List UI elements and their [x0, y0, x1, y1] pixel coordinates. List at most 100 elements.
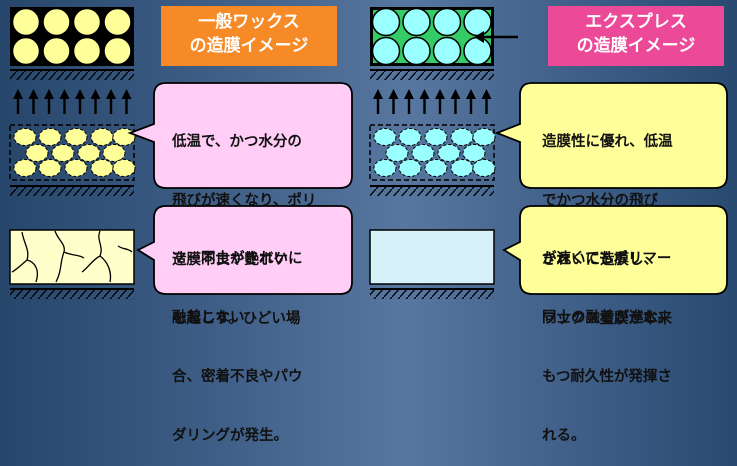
- express-substrate-bottom: [370, 288, 494, 299]
- polymer-particle: [42, 7, 71, 37]
- express-fusion-arrow: [474, 31, 518, 43]
- drying-particle: [38, 128, 62, 146]
- general-drying-callout-shape: [127, 82, 353, 189]
- express-drying-callout-shape: [494, 82, 728, 189]
- drying-particle: [38, 159, 62, 177]
- drying-particle: [13, 159, 37, 177]
- general-header-line2: の造膜イメージ: [189, 36, 309, 56]
- drying-particle: [373, 128, 397, 146]
- drying-particle: [51, 144, 75, 162]
- drying-particle: [450, 128, 474, 146]
- up-arrow-head: [466, 89, 476, 99]
- general-header-line1: 一般ワックス: [198, 12, 300, 32]
- up-arrow-head: [44, 89, 54, 99]
- callout-line: 造膜不良や艶ボケ: [172, 252, 288, 268]
- drying-particle: [472, 128, 496, 146]
- up-arrow-head: [435, 89, 445, 99]
- callout-line: 造膜性に優れ、低温: [542, 134, 673, 150]
- drying-particle: [437, 144, 461, 162]
- express-result-callout-text: きれいに造膜し、 ワックス塗膜が本来 もつ耐久性が発揮さ れる。: [542, 212, 672, 466]
- drying-particle: [64, 128, 88, 146]
- callout-line: が速くてもポリマー: [542, 251, 672, 267]
- drying-particle: [424, 159, 448, 177]
- polymer-particle: [432, 36, 462, 66]
- express-substrate-top: [370, 69, 494, 80]
- drying-particle: [472, 159, 496, 177]
- drying-particle: [398, 159, 422, 177]
- general-substrate-bottom: [10, 288, 134, 299]
- drying-particle: [90, 159, 114, 177]
- drying-particle: [25, 144, 49, 162]
- polymer-particle: [371, 36, 401, 66]
- polymer-particle: [402, 36, 431, 66]
- general-wax-header: 一般ワックス の造膜イメージ: [161, 6, 337, 66]
- drying-particle: [64, 159, 88, 177]
- polymer-particle: [432, 7, 462, 37]
- general-result-callout-text: 造膜不良や艶ボケ を起こす。ひどい場 合、密着不良やパウ ダリングが発生。: [172, 212, 303, 466]
- drying-particle: [450, 159, 474, 177]
- up-arrow-head: [106, 89, 116, 99]
- express-result-callout-shape: [502, 205, 728, 295]
- polymer-particle: [463, 36, 492, 66]
- up-arrow-head: [450, 89, 461, 99]
- callout-line: マー同士がきれいに: [172, 251, 303, 267]
- up-arrow-head: [388, 89, 399, 99]
- general-substrate-top: [10, 69, 134, 80]
- drying-particle: [112, 128, 136, 146]
- up-arrow-head: [75, 89, 85, 99]
- express-header-line2: の造膜イメージ: [576, 36, 696, 56]
- drying-particle: [398, 128, 422, 146]
- up-arrow-head: [121, 89, 132, 99]
- drying-particle: [424, 128, 448, 146]
- polymer-particle: [72, 36, 102, 66]
- general-evaporation-arrows: [13, 89, 132, 114]
- drying-particle: [411, 144, 435, 162]
- polymer-particle: [42, 36, 71, 66]
- callout-line: を起こす。ひどい場: [172, 310, 301, 327]
- callout-line: 飛びが速くなり、ポリ: [172, 192, 317, 209]
- callout-line: もつ耐久性が発揮さ: [542, 369, 672, 385]
- callout-line: 合、密着不良やパウ: [172, 369, 303, 385]
- general-particle-grid: [10, 7, 134, 66]
- polymer-particle: [103, 7, 132, 37]
- drying-particle: [77, 144, 101, 162]
- up-arrow-head: [13, 89, 23, 99]
- polymer-particle: [103, 36, 132, 66]
- express-substrate-middle: [370, 185, 494, 196]
- express-header-line1: エクスプレス: [585, 12, 687, 32]
- up-arrow-head: [481, 89, 492, 99]
- up-arrow-head: [59, 89, 70, 99]
- drying-particle: [90, 128, 114, 146]
- callout-line: れる。: [542, 427, 586, 444]
- polymer-particle: [402, 7, 431, 37]
- callout-line: ワックス塗膜が本来: [542, 310, 673, 327]
- up-arrow-head: [373, 89, 383, 99]
- up-arrow-head: [404, 89, 414, 99]
- diagram-canvas: [9, 7, 728, 299]
- express-smooth-film: [369, 229, 495, 285]
- general-cracked-film: [9, 229, 135, 285]
- drying-particle: [462, 144, 486, 162]
- express-drying-particles: [369, 124, 496, 181]
- up-arrow-head: [419, 89, 430, 99]
- polymer-particle: [11, 36, 41, 66]
- express-header: エクスプレス の造膜イメージ: [548, 6, 724, 66]
- polymer-particle: [371, 7, 401, 37]
- express-evaporation-arrows: [373, 89, 492, 114]
- callout-line: きれいに造膜し、: [542, 252, 658, 268]
- general-result-callout-shape: [136, 205, 353, 295]
- drying-particle: [13, 128, 37, 146]
- polymer-particle: [72, 7, 102, 37]
- callout-line: でかつ水分の飛び: [542, 192, 658, 209]
- drying-particle: [112, 159, 136, 177]
- polymer-particle: [11, 7, 41, 37]
- up-arrow-head: [28, 89, 39, 99]
- callout-line: ダリングが発生。: [172, 427, 288, 444]
- drying-particle: [102, 144, 126, 162]
- drying-particle: [373, 159, 397, 177]
- general-substrate-middle: [10, 185, 134, 196]
- drying-particle: [385, 144, 409, 162]
- polymer-particle: [463, 7, 492, 37]
- up-arrow-head: [90, 89, 101, 99]
- express-particle-grid: [370, 7, 494, 66]
